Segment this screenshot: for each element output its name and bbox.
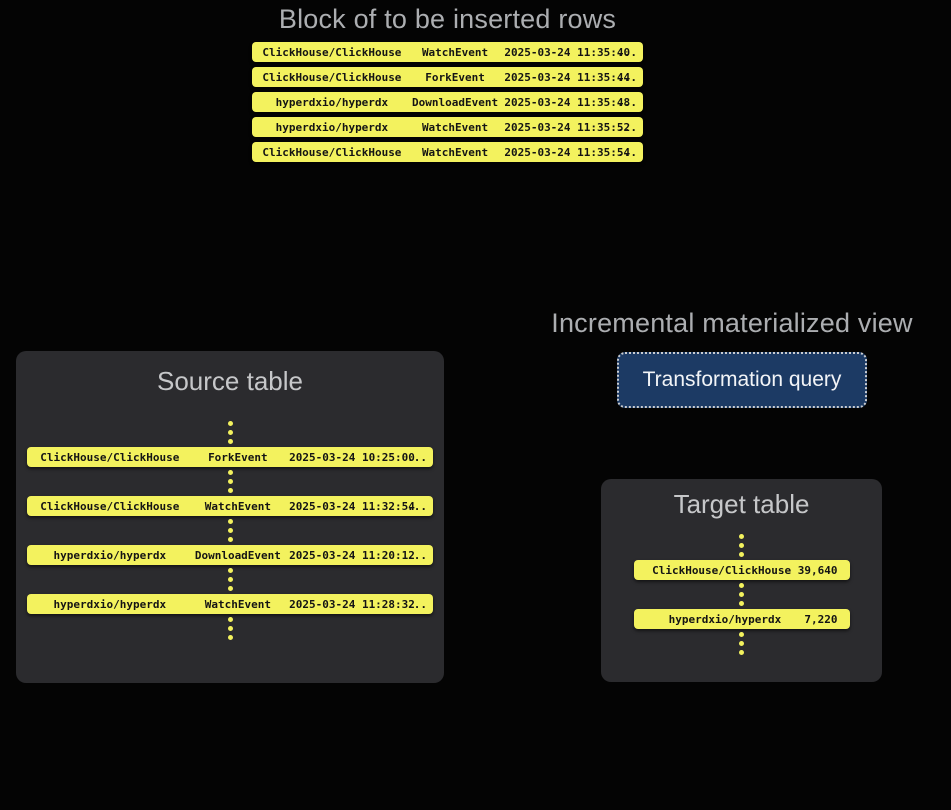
row-ellipsis: ...	[617, 95, 637, 109]
row-timestamp: 2025-03-24 11:20:12	[289, 548, 415, 562]
row-timestamp: 2025-03-24 11:35:44	[504, 70, 631, 84]
materialized-view-title: Incremental materialized view	[551, 308, 913, 338]
row-event: ForkEvent	[208, 450, 268, 464]
target-row: ClickHouse/ClickHouse 39,640	[633, 560, 850, 580]
inserted-row: ClickHouse/ClickHouse ForkEvent 2025-03-…	[252, 67, 643, 87]
row-event: ForkEvent	[425, 70, 485, 84]
inserted-row: ClickHouse/ClickHouse WatchEvent 2025-03…	[252, 142, 643, 162]
ellipsis-dots	[227, 565, 233, 594]
row-timestamp: 2025-03-24 11:35:52	[504, 120, 631, 134]
source-row: ClickHouse/ClickHouse ForkEvent 2025-03-…	[27, 447, 433, 467]
ellipsis-dots	[227, 418, 233, 447]
row-count: 39,640	[797, 563, 838, 577]
ellipsis-dots	[739, 629, 744, 658]
target-row: hyperdxio/hyperdx 7,220	[633, 609, 850, 629]
ellipsis-dots	[739, 531, 744, 560]
inserted-row: ClickHouse/ClickHouse WatchEvent 2025-03…	[252, 42, 643, 62]
target-table-panel: Target table ClickHouse/ClickHouse 39,64…	[601, 479, 882, 682]
row-timestamp: 2025-03-24 11:35:54	[504, 145, 631, 159]
ellipsis-dots	[227, 516, 233, 545]
row-event: WatchEvent	[421, 45, 489, 59]
row-repo: hyperdxio/hyperdx	[53, 597, 167, 611]
row-event: WatchEvent	[421, 145, 489, 159]
row-repo: hyperdxio/hyperdx	[275, 120, 389, 134]
ellipsis-dots	[739, 580, 744, 609]
row-timestamp: 2025-03-24 11:32:54	[289, 499, 415, 513]
row-timestamp: 2025-03-24 10:25:00	[289, 450, 415, 464]
row-repo: hyperdxio/hyperdx	[275, 95, 389, 109]
row-event: WatchEvent	[204, 597, 271, 611]
insert-block: Block of to be inserted rows ClickHouse/…	[252, 4, 643, 167]
row-ellipsis: ...	[407, 450, 427, 464]
row-timestamp: 2025-03-24 11:35:40	[504, 45, 631, 59]
row-event: DownloadEvent	[412, 95, 499, 109]
inserted-row: hyperdxio/hyperdx DownloadEvent 2025-03-…	[252, 92, 643, 112]
row-timestamp: 2025-03-24 11:35:48	[504, 95, 631, 109]
target-table-title: Target table	[673, 489, 810, 519]
row-repo: hyperdxio/hyperdx	[668, 612, 782, 626]
row-count: 7,220	[804, 612, 838, 626]
row-event: WatchEvent	[204, 499, 271, 513]
row-event: DownloadEvent	[194, 548, 281, 562]
row-ellipsis: ...	[407, 499, 427, 513]
row-repo: ClickHouse/ClickHouse	[262, 45, 402, 59]
source-table-title: Source table	[157, 366, 303, 396]
row-repo: ClickHouse/ClickHouse	[40, 499, 180, 513]
row-ellipsis: ...	[617, 120, 637, 134]
row-event: WatchEvent	[421, 120, 489, 134]
row-ellipsis: ...	[617, 70, 637, 84]
source-table-panel: Source table ClickHouse/ClickHouse ForkE…	[16, 351, 444, 683]
source-row: hyperdxio/hyperdx WatchEvent 2025-03-24 …	[27, 594, 433, 614]
source-row: hyperdxio/hyperdx DownloadEvent 2025-03-…	[27, 545, 433, 565]
row-repo: ClickHouse/ClickHouse	[40, 450, 180, 464]
row-timestamp: 2025-03-24 11:28:32	[289, 597, 415, 611]
insert-block-title: Block of to be inserted rows	[278, 4, 617, 34]
source-row: ClickHouse/ClickHouse WatchEvent 2025-03…	[27, 496, 433, 516]
row-repo: hyperdxio/hyperdx	[53, 548, 167, 562]
row-repo: ClickHouse/ClickHouse	[262, 70, 402, 84]
row-ellipsis: ...	[617, 45, 637, 59]
row-ellipsis: ...	[407, 548, 427, 562]
inserted-row: hyperdxio/hyperdx WatchEvent 2025-03-24 …	[252, 117, 643, 137]
row-repo: ClickHouse/ClickHouse	[652, 563, 792, 577]
ellipsis-dots	[227, 467, 233, 496]
row-ellipsis: ...	[407, 597, 427, 611]
ellipsis-dots	[227, 614, 233, 643]
row-ellipsis: ...	[617, 145, 637, 159]
row-repo: ClickHouse/ClickHouse	[262, 145, 402, 159]
transformation-query-button: Transformation query	[617, 352, 867, 408]
